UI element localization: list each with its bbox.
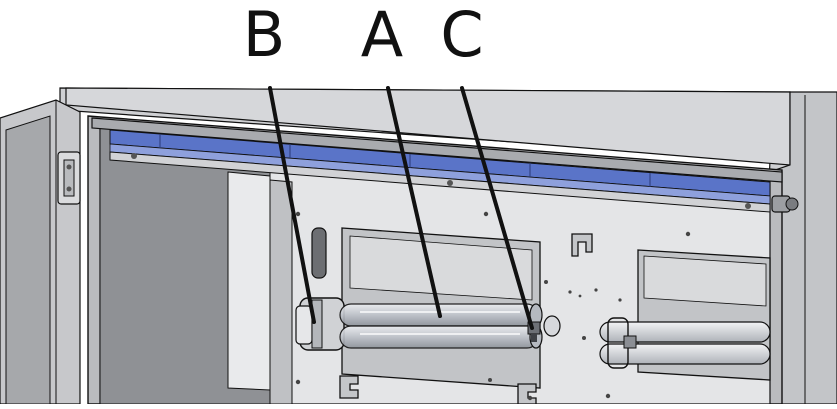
leader-line-b (268, 86, 316, 324)
callout-label-a: A (360, 0, 404, 71)
hinge-icon (57, 151, 81, 205)
callout-label-b: B (242, 0, 286, 71)
uv-lamp-right (599, 317, 771, 369)
callout-label-c: C (440, 0, 484, 71)
leader-line-c (460, 86, 534, 330)
knob-icon (771, 195, 799, 213)
top-rail (91, 117, 783, 183)
lower-rail (109, 151, 771, 213)
lamp-end-cap-b (295, 297, 345, 351)
leader-line-a (386, 86, 442, 318)
